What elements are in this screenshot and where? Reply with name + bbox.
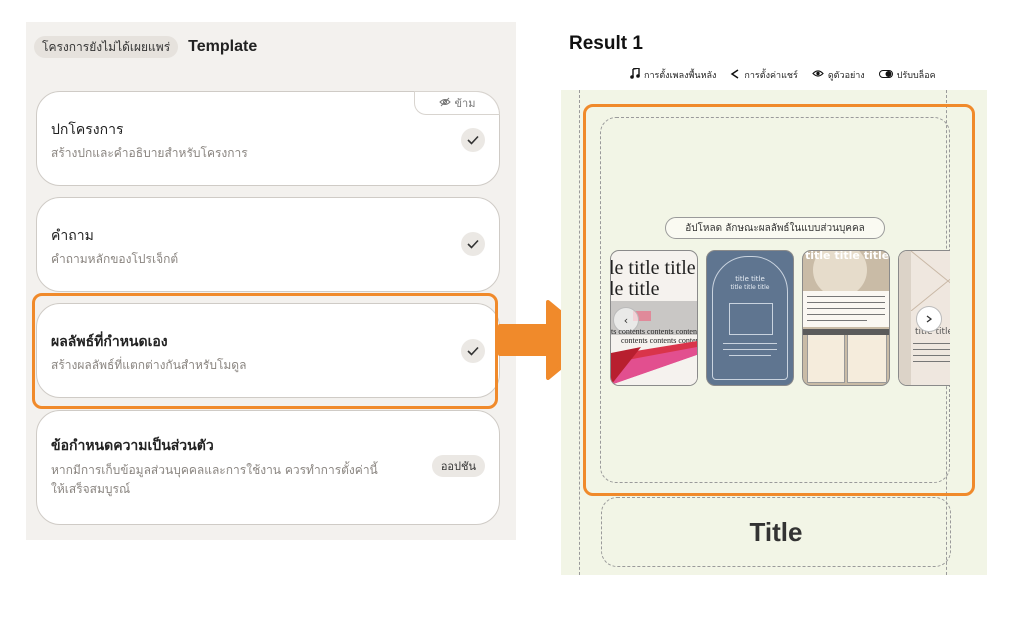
template-thumbnail[interactable]: title title title title title xyxy=(706,250,794,386)
project-steps-panel: โครงการยังไม่ได้เผยแพร่ Template ข้าม ปก… xyxy=(26,22,516,540)
card-description: สร้างปกและคำอธิบายสำหรับโครงการ xyxy=(51,146,248,160)
step-card-custom-results[interactable]: ผลลัพธ์ที่กำหนดเอง สร้างผลลัพธ์ที่แตกต่า… xyxy=(36,303,500,398)
share-settings-button[interactable]: การตั้งค่าแชร์ xyxy=(730,68,798,82)
music-note-icon xyxy=(630,67,640,82)
result-title: Result 1 xyxy=(569,33,643,54)
card-title: ผลลัพธ์ที่กำหนดเอง xyxy=(51,334,168,350)
card-title: ข้อกำหนดความเป็นส่วนตัว xyxy=(51,438,214,454)
check-icon xyxy=(461,128,485,152)
thumbnail-tag xyxy=(633,311,651,321)
thumbnail-title-text: title title title xyxy=(730,284,770,291)
template-thumbnail[interactable]: title title title xyxy=(802,250,890,386)
chevron-right-icon xyxy=(926,313,933,326)
share-icon xyxy=(730,68,740,82)
result-toolbar: การตั้งเพลงพื้นหลัง การตั้งค่าแชร์ ดูตัว… xyxy=(630,67,980,83)
panel-header: โครงการยังไม่ได้เผยแพร่ Template xyxy=(34,36,257,58)
preview-label: ดูตัวอย่าง xyxy=(827,71,865,81)
background-music-button[interactable]: การตั้งเพลงพื้นหลัง xyxy=(630,67,717,82)
step-card-questions[interactable]: คำถาม คำถามหลักของโปรเจ็กต์ xyxy=(36,197,500,292)
check-icon xyxy=(461,339,485,363)
card-description-line2: ให้เสร็จสมบูรณ์ xyxy=(51,482,131,496)
template-thumbnail[interactable]: le title title le title ‹ nts contents c… xyxy=(610,250,698,386)
result-canvas: อัปโหลด ลักษณะผลลัพธ์ในแบบส่วนบุคคล le t… xyxy=(561,90,987,575)
eye-icon xyxy=(812,69,824,81)
share-settings-label: การตั้งค่าแชร์ xyxy=(744,71,798,81)
draft-status-tab[interactable]: โครงการยังไม่ได้เผยแพร่ xyxy=(34,36,179,58)
template-thumbnail-strip: le title title le title ‹ nts contents c… xyxy=(610,250,950,388)
thumbnail-graphic xyxy=(611,341,697,385)
card-description: สร้างผลลัพธ์ที่แตกต่างกันสำหรับโมดูล xyxy=(51,358,247,372)
eye-off-icon xyxy=(438,96,451,111)
skip-button[interactable]: ข้าม xyxy=(414,91,500,115)
title-text: Title xyxy=(749,516,803,547)
thumbnail-body-text: contents contents contents xyxy=(621,336,698,345)
card-description: คำถามหลักของโปรเจ็กต์ xyxy=(51,252,179,266)
thumbnail-title-text: le title title xyxy=(610,257,696,279)
adjust-block-button[interactable]: ปรับบล็อค xyxy=(878,68,936,82)
thumbnail-title-text: title title title xyxy=(805,250,890,262)
carousel-prev-button[interactable]: ‹ xyxy=(613,307,639,333)
card-description: หากมีการเก็บข้อมูลส่วนบุคคลและการใช้งาน … xyxy=(51,463,378,477)
template-tab[interactable]: Template xyxy=(188,38,258,55)
preview-button[interactable]: ดูตัวอย่าง xyxy=(812,68,865,82)
title-block[interactable]: Title xyxy=(601,497,951,567)
thumbnail-title-text: title title xyxy=(735,275,765,283)
check-icon xyxy=(461,232,485,256)
adjust-block-label: ปรับบล็อค xyxy=(896,71,936,81)
thumbnail-title-text: le title xyxy=(610,278,660,300)
thumbnail-title-text: title title ti xyxy=(915,327,950,337)
optional-badge: ออปชัน xyxy=(431,455,485,477)
card-title: ปกโครงการ xyxy=(51,122,124,138)
carousel-next-button[interactable] xyxy=(916,306,942,332)
step-card-cover[interactable]: ข้าม ปกโครงการ สร้างปกและคำอธิบายสำหรับโ… xyxy=(36,91,500,186)
upload-custom-result-button[interactable]: อัปโหลด ลักษณะผลลัพธ์ในแบบส่วนบุคคล xyxy=(665,217,885,239)
background-music-label: การตั้งเพลงพื้นหลัง xyxy=(644,71,717,81)
toggle-icon xyxy=(878,69,893,81)
step-card-privacy[interactable]: ข้อกำหนดความเป็นส่วนตัว หากมีการเก็บข้อม… xyxy=(36,410,500,525)
card-title: คำถาม xyxy=(51,228,94,244)
skip-label: ข้าม xyxy=(454,97,476,110)
thumbnail-body-text: nts contents contents contents xyxy=(610,327,698,336)
thumbnail-frame xyxy=(729,303,773,335)
